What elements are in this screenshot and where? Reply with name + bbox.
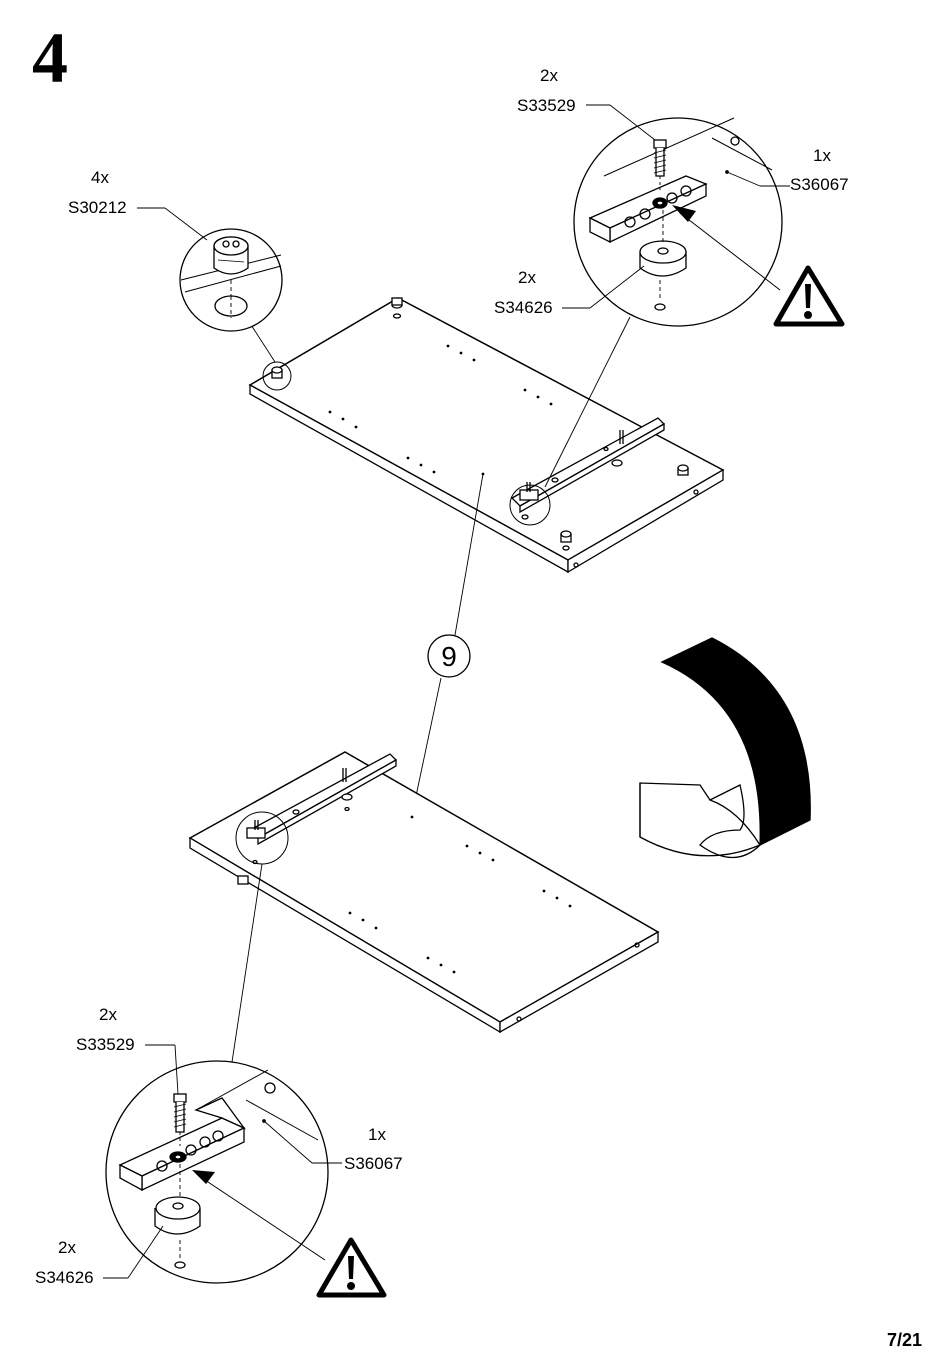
warning-triangle-icon xyxy=(316,1237,387,1298)
callout-bottom-screw-qty: 2x xyxy=(99,1005,117,1024)
callout-bottom-rail-code: S36067 xyxy=(344,1154,403,1173)
callout-bottom-rail-qty: 1x xyxy=(368,1125,386,1144)
cam-lock-icon xyxy=(271,366,283,379)
page-number: 7/21 xyxy=(886,1330,922,1350)
callout-bottom-screw-code: S33529 xyxy=(76,1035,135,1054)
flip-rotate-arrow-icon xyxy=(639,637,811,858)
callout-bottom-spacer-code: S34626 xyxy=(35,1268,94,1287)
bottom-panel xyxy=(188,751,660,1034)
callout-top-screw-qty: 2x xyxy=(540,66,558,85)
top-panel xyxy=(248,297,725,574)
screw-icon xyxy=(653,139,667,190)
rail-icon xyxy=(118,1097,246,1192)
callout-top-screw-code: S33529 xyxy=(517,96,576,115)
detail-circle-rail-bottom xyxy=(105,1060,329,1284)
detail-circle-rail-top xyxy=(573,117,783,327)
spacer-icon xyxy=(639,240,687,277)
callout-top-rail-qty: 1x xyxy=(813,146,831,165)
detail-circle-cam-lock xyxy=(179,228,283,332)
callout-cam-lock-qty: 4x xyxy=(91,168,109,187)
rail-icon xyxy=(510,417,666,514)
callout-bottom-spacer-qty: 2x xyxy=(58,1238,76,1257)
screw-icon xyxy=(173,1093,187,1146)
callout-cam-lock-code: S30212 xyxy=(68,198,127,217)
spacer-icon xyxy=(154,1196,201,1235)
cam-lock-icon xyxy=(213,236,249,275)
cam-lock-icon xyxy=(391,297,403,319)
cam-lock-icon xyxy=(560,530,572,551)
cam-lock-icon xyxy=(677,464,689,476)
callout-top-spacer-code: S34626 xyxy=(494,298,553,317)
rail-icon xyxy=(237,753,398,885)
callout-top-spacer-qty: 2x xyxy=(518,268,536,287)
part-number-label: 9 xyxy=(441,641,457,672)
part-number-circle xyxy=(427,634,471,678)
step-number: 4 xyxy=(32,18,68,98)
callout-top-rail-code: S36067 xyxy=(790,175,849,194)
warning-triangle-icon xyxy=(773,265,845,327)
rail-icon xyxy=(588,175,708,244)
